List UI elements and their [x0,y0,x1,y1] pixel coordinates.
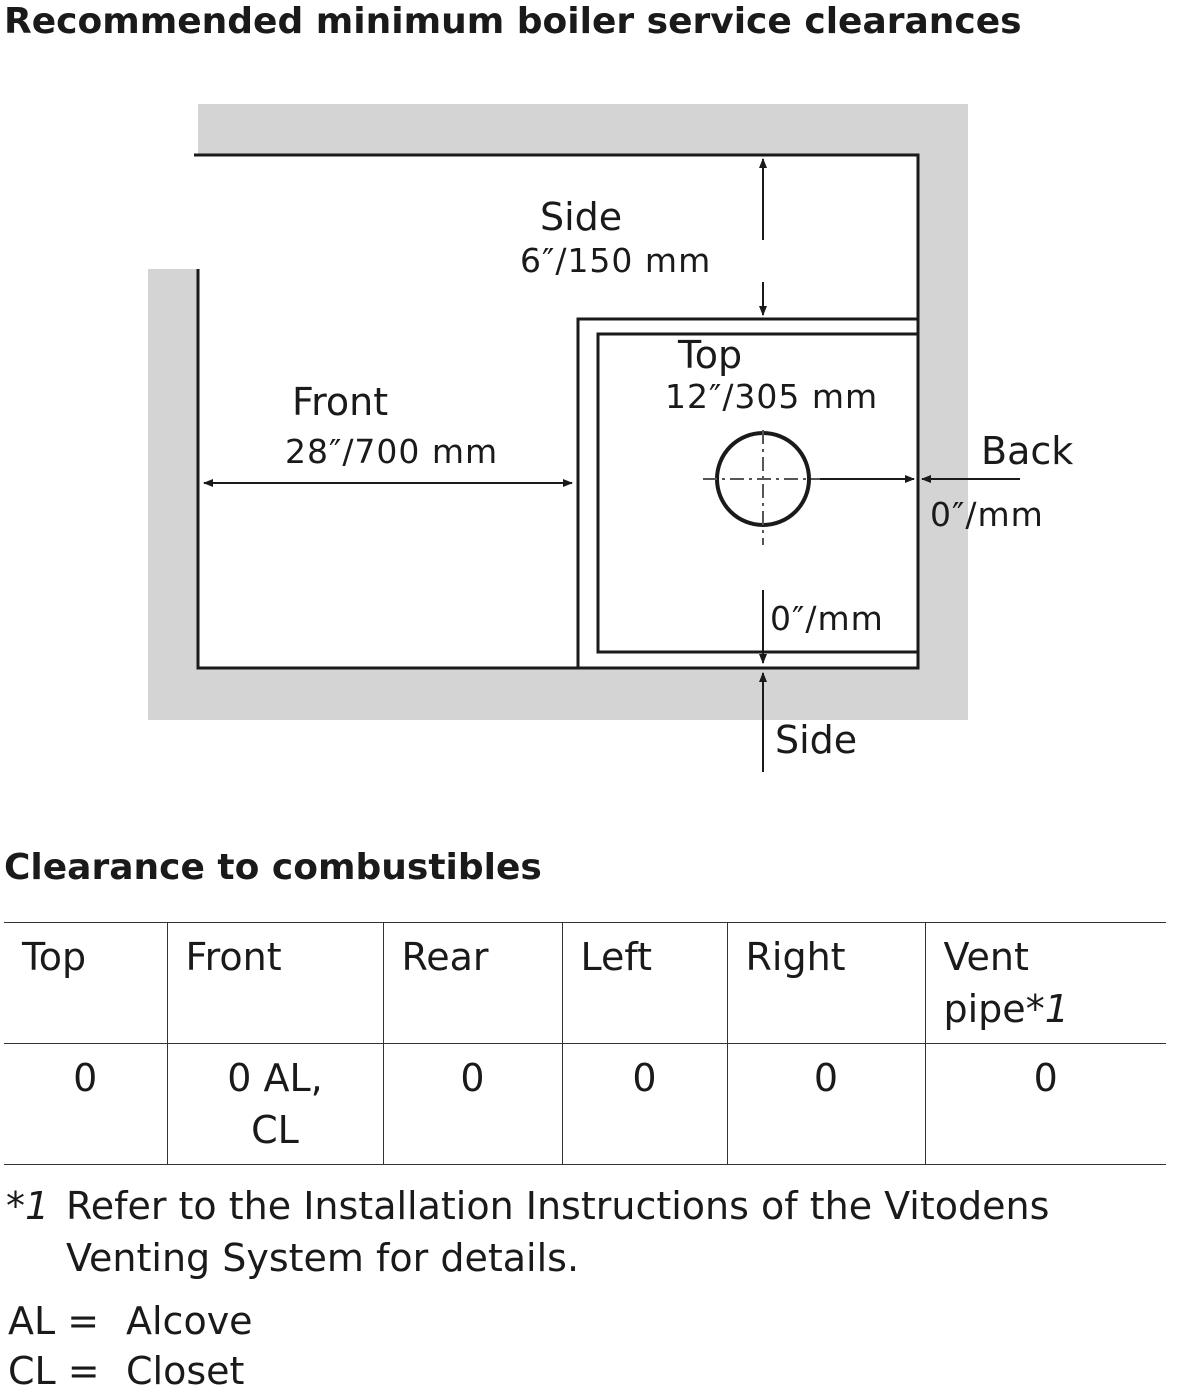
footnote-text: Refer to the Installation Instructions o… [66,1184,1050,1280]
legend-key: CL = [8,1349,100,1393]
footnote-mark: *1 [6,1184,50,1228]
header-top: Top [4,922,167,1044]
header-vent-pipe: Vent pipe*1 [924,922,1166,1044]
front-label: Front [292,380,388,424]
value-vent-pipe: 0 [924,1043,1166,1165]
header-left: Left [561,922,727,1044]
side-bottom-label: Side [775,718,857,762]
table-row: 0 0 AL, CL 0 0 0 0 [4,1043,1166,1165]
wall-left-bottom [148,269,918,720]
legend-value: Closet [126,1349,245,1393]
clearance-title: Clearance to combustibles [4,847,542,888]
top-label: Top [677,333,742,377]
side-top-value: 6″/150 mm [520,241,711,280]
legend: AL = Alcove CL = Closet [8,1296,253,1396]
table-header-row: Top Front Rear Left Right Vent pipe*1 [4,922,1166,1044]
legend-item: CL = Closet [8,1346,253,1396]
value-right: 0 [726,1043,925,1165]
value-left: 0 [561,1043,727,1165]
value-top: 0 [4,1043,167,1165]
top-value: 12″/305 mm [665,377,878,416]
bottom-value: 0″/mm [770,599,884,638]
header-front: Front [166,922,383,1044]
side-top-label: Side [540,195,622,239]
back-value: 0″/mm [930,495,1044,534]
legend-key: AL = [8,1299,100,1343]
vent-footnote-mark: *1 [1025,987,1069,1031]
header-vent-pipe-label: Vent pipe [943,935,1029,1031]
value-rear: 0 [382,1043,562,1165]
legend-value: Alcove [126,1299,253,1343]
boiler-inner [596,332,920,654]
back-label: Back [981,429,1073,473]
clearance-table: Top Front Rear Left Right Vent pipe*1 0 … [4,922,1166,1165]
header-rear: Rear [382,922,562,1044]
front-value: 28″/700 mm [285,432,498,471]
legend-item: AL = Alcove [8,1296,253,1346]
clearance-diagram: Side 6″/150 mm Top 12″/305 mm Front 28″/… [148,104,1073,772]
page-title: Recommended minimum boiler service clear… [4,1,1022,42]
value-front: 0 AL, CL [166,1043,383,1165]
header-right: Right [726,922,925,1044]
footnote: *1 Refer to the Installation Instruction… [6,1180,1166,1284]
